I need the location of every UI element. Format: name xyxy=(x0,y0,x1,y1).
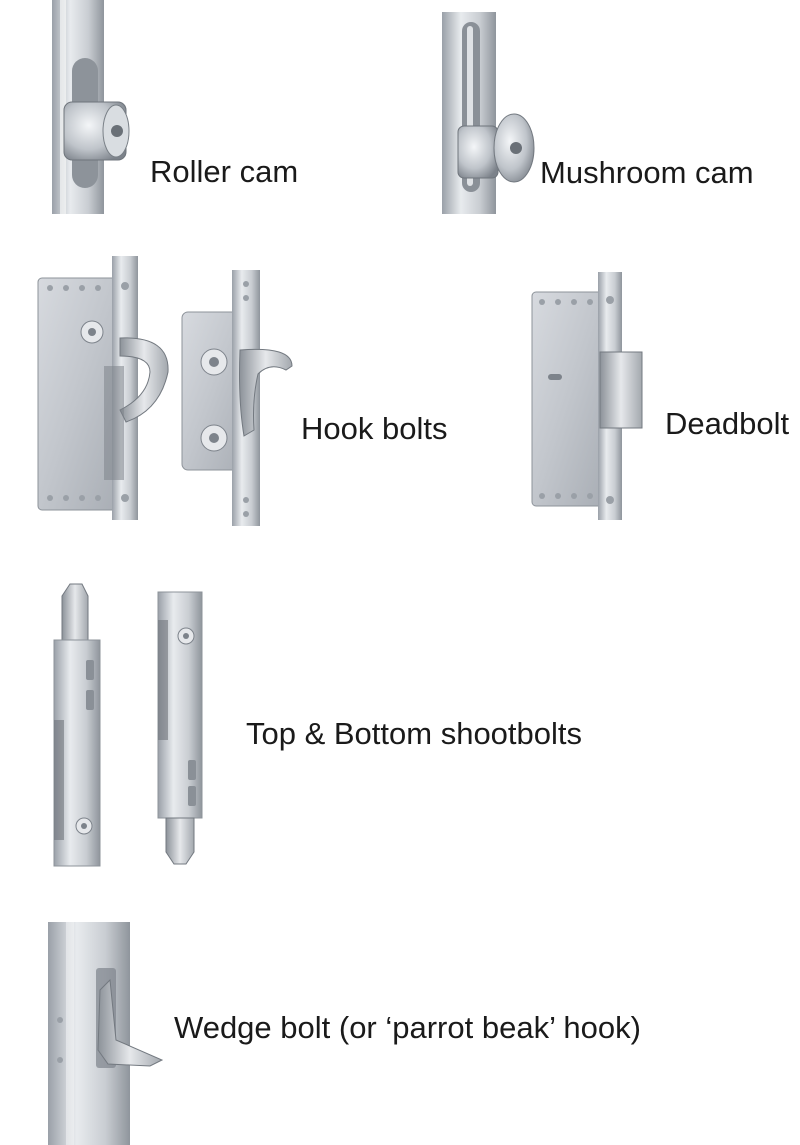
roller-cam-label: Roller cam xyxy=(150,154,299,189)
mushroom-cam-image xyxy=(442,12,535,214)
bottom-shootbolt-image xyxy=(157,591,203,865)
roller-cam-image xyxy=(52,0,130,214)
hook-bolt-large-image xyxy=(37,256,169,520)
top-shootbolt-image xyxy=(53,583,101,867)
hook-bolt-small-image xyxy=(181,270,293,526)
deadbolt-label: Deadbolt xyxy=(665,406,790,441)
wedge-bolt-label: Wedge bolt (or ‘parrot beak’ hook) xyxy=(174,1010,641,1045)
hook-bolts-label: Hook bolts xyxy=(301,411,448,446)
wedge-bolt-image xyxy=(48,922,164,1145)
deadbolt-image xyxy=(531,272,643,520)
shootbolts-label: Top & Bottom shootbolts xyxy=(246,716,583,751)
mushroom-cam-label: Mushroom cam xyxy=(540,155,754,190)
